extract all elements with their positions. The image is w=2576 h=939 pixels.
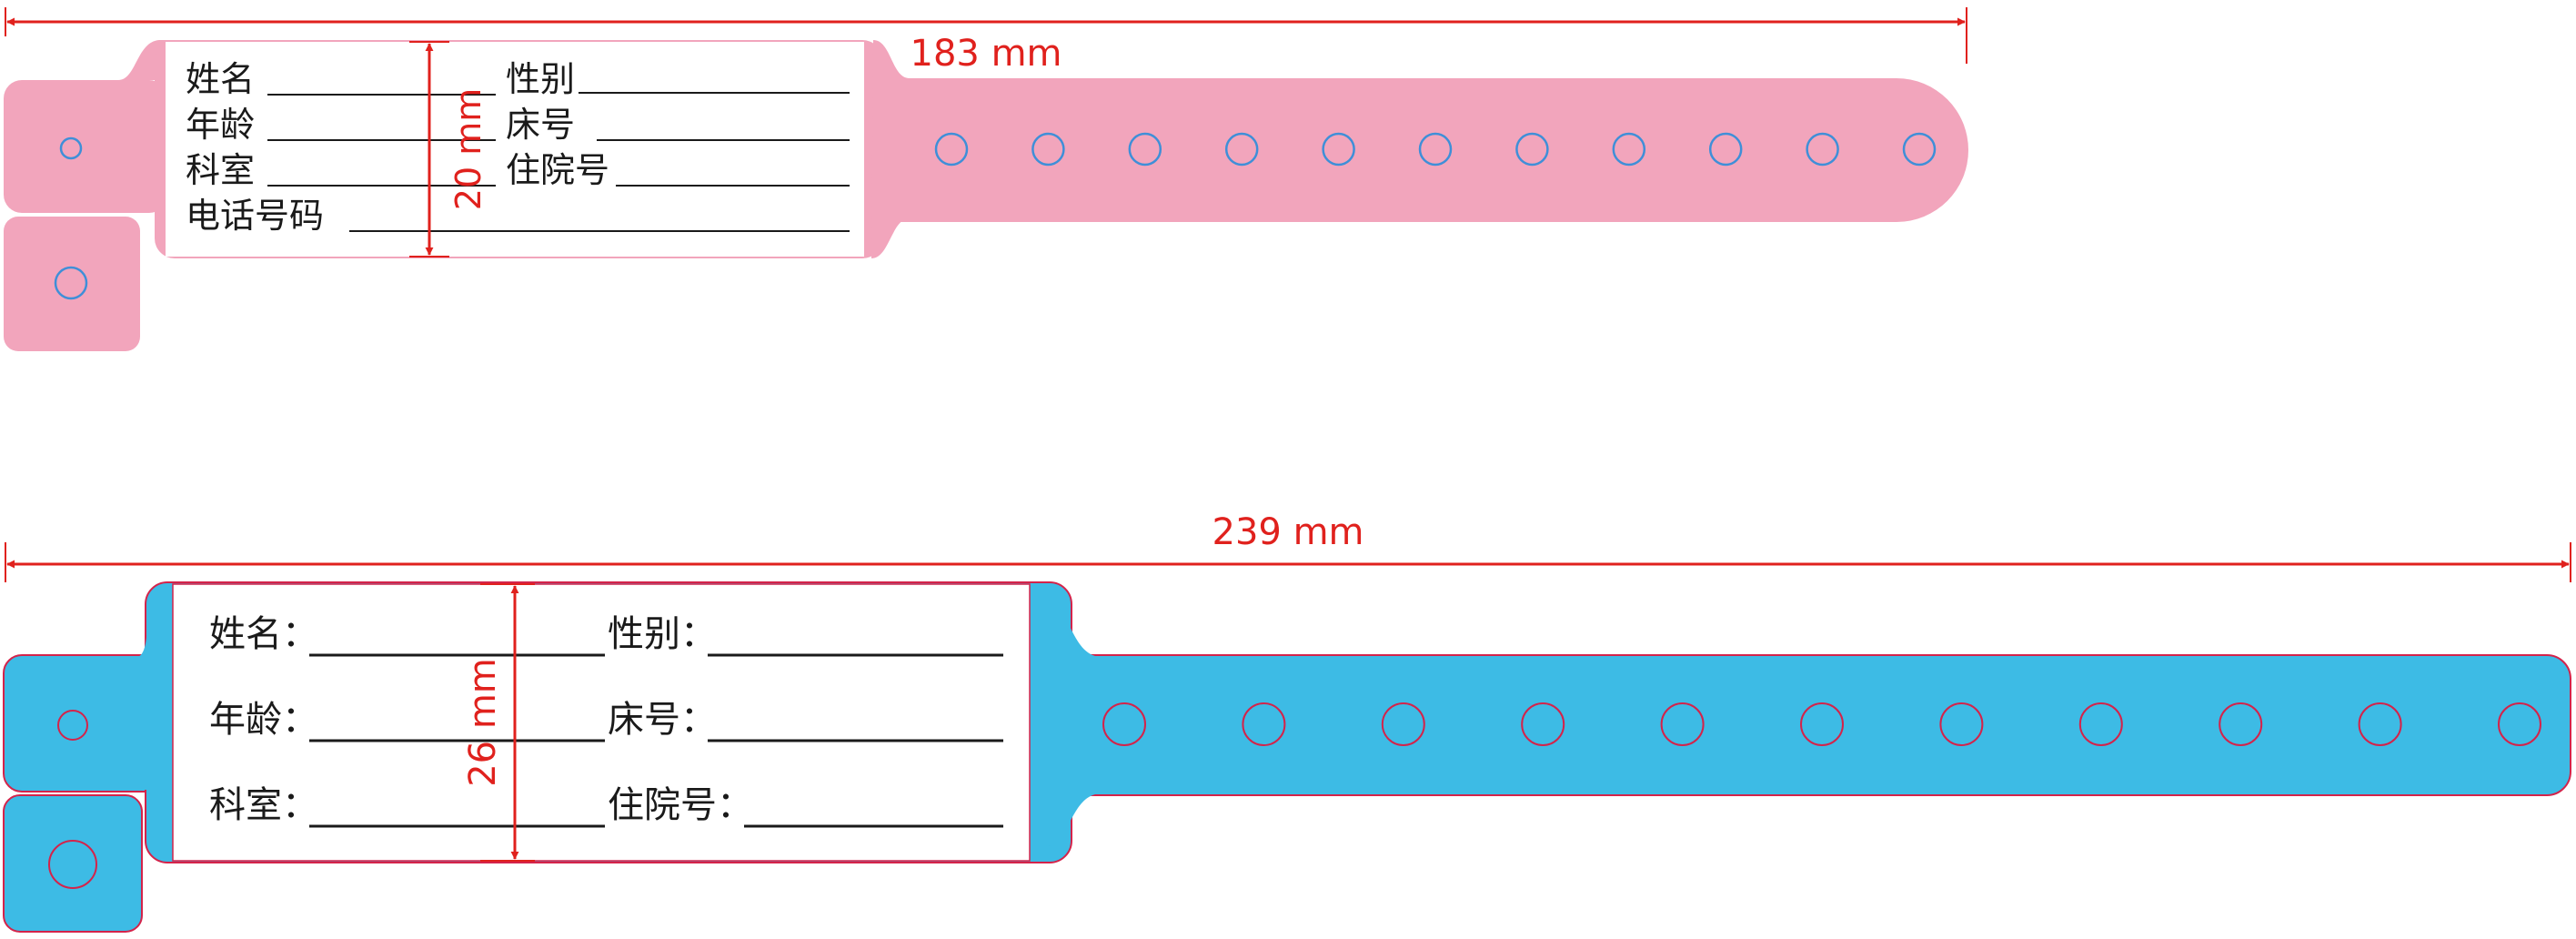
field-age-large: 年龄： — [209, 699, 318, 741]
small-strap-hole — [1708, 132, 1743, 167]
field-name-large: 姓名： — [209, 613, 318, 655]
large-strap-hole — [1242, 702, 1286, 746]
width-dimension-large: 26 mm — [462, 583, 535, 862]
small-strap-hole — [1128, 132, 1162, 167]
field-admission-small: 住院号 — [506, 150, 609, 190]
holes-small — [54, 132, 1937, 300]
large-strap-hole — [1102, 702, 1146, 746]
field-name-small: 姓名 — [186, 59, 255, 99]
small-strap-hole — [1612, 132, 1646, 167]
large-strap-hole — [1381, 702, 1425, 746]
wristband-small: 183 mm — [4, 7, 1968, 351]
small-strap-hole — [1224, 132, 1259, 167]
holes-large — [48, 702, 2541, 889]
large-strap-hole — [1660, 702, 1705, 746]
field-labels-small: 姓名 性别 年龄 床号 科室 住院号 电话号码 — [186, 59, 609, 236]
field-bed-large: 床号： — [608, 699, 717, 741]
field-phone-small: 电话号码 — [186, 196, 324, 236]
length-dimension-small: 183 mm — [5, 7, 1967, 75]
field-lines-large — [309, 653, 1003, 828]
small-strap-hole — [1031, 132, 1065, 167]
label-panel-small — [166, 42, 864, 257]
label-panel-large — [172, 583, 1031, 862]
field-gender-small: 性别 — [506, 59, 575, 99]
field-age-small: 年龄 — [186, 105, 255, 145]
small-strap-hole — [1418, 132, 1453, 167]
field-dept-small: 科室 — [186, 150, 255, 190]
large-strap-hole — [1800, 702, 1844, 746]
length-label-small: 183 mm — [911, 33, 1062, 75]
small-strap-hole — [1515, 132, 1549, 167]
length-dimension-large: 239 mm — [5, 511, 2571, 582]
length-label-large: 239 mm — [1213, 511, 1364, 553]
small-strap-hole — [1322, 132, 1355, 167]
field-admission-large: 住院号： — [608, 784, 753, 826]
field-labels-large: 姓名： 性别： 年龄： 床号： 科室： 住院号： — [209, 613, 753, 826]
width-dimension-small: 20 mm — [409, 41, 488, 257]
width-label-small: 20 mm — [448, 88, 488, 210]
small-strap-hole — [934, 132, 969, 167]
large-strap-hole — [2078, 702, 2123, 746]
large-strap-hole — [2219, 702, 2263, 746]
large-strap-hole — [2498, 702, 2541, 746]
wristband-large: 239 mm — [3, 511, 2571, 933]
small-strap-hole — [1902, 132, 1937, 167]
width-label-large: 26 mm — [462, 658, 504, 787]
small-strap-hole — [1806, 132, 1839, 167]
field-gender-large: 性别： — [608, 613, 717, 655]
field-dept-large: 科室： — [209, 784, 318, 826]
large-strap-hole — [1521, 702, 1565, 746]
large-strap-hole — [2358, 702, 2402, 746]
large-strap-hole — [1939, 702, 1984, 746]
field-bed-small: 床号 — [506, 105, 575, 145]
